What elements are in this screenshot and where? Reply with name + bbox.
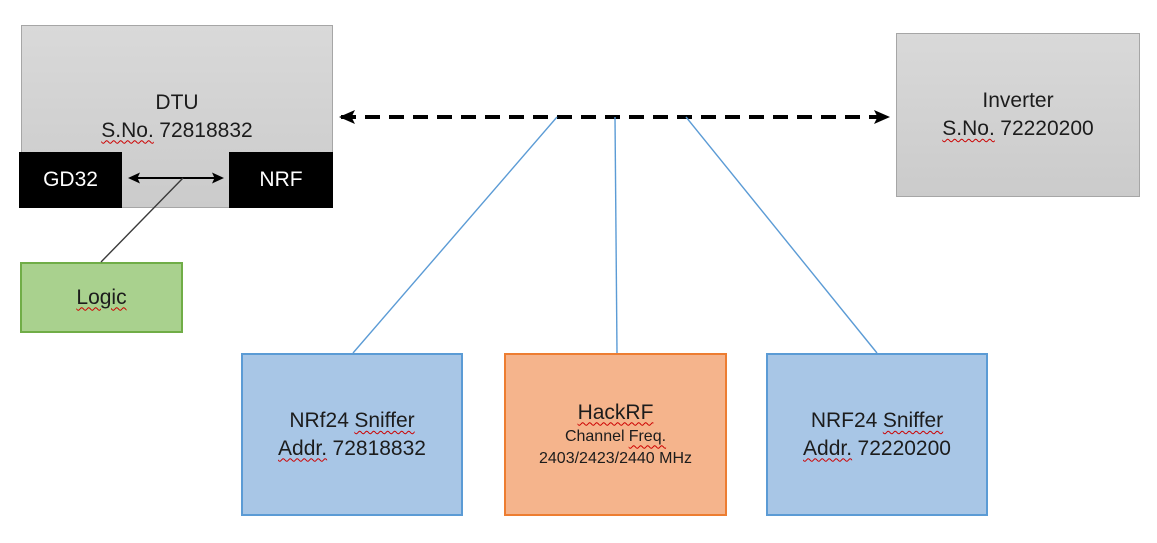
- nrf-label: NRF: [259, 168, 303, 192]
- dtu-serial-label: S.No.: [101, 118, 154, 142]
- sniffer-left-name-word: Sniffer: [354, 408, 415, 432]
- inverter-node: Inverter S.No.72220200: [896, 33, 1140, 197]
- gd32-label: GD32: [43, 168, 98, 192]
- gd32-node: GD32: [19, 152, 122, 208]
- dtu-serial: S.No.72818832: [101, 117, 252, 145]
- sniffer-left-addr: Addr.72818832: [278, 435, 426, 463]
- logic-label: Logic: [76, 285, 127, 309]
- inverter-serial-value: 72220200: [1000, 117, 1094, 140]
- logic-node: Logic: [20, 262, 183, 333]
- sniffer-right-addr-label: Addr.: [803, 436, 853, 460]
- sniffer-left-connector-line: [352, 116, 558, 354]
- sniffer-left-addr-value: 72818832: [332, 436, 426, 460]
- dtu-serial-value: 72818832: [159, 118, 253, 142]
- sniffer-right-addr-value: 72220200: [857, 436, 951, 460]
- sniffer-right-name-main: NRF24: [810, 408, 878, 432]
- hackrf-connector-line: [614, 116, 618, 354]
- sniffer-left-name-main: NRf24: [289, 408, 349, 432]
- hackrf-channel-word: Channel: [564, 428, 625, 446]
- nrf-node: NRF: [229, 152, 333, 208]
- sniffer-right-addr: Addr.72220200: [803, 435, 951, 463]
- dtu-title: DTU: [155, 90, 199, 114]
- sniffer-left-addr-label: Addr.: [278, 436, 328, 460]
- inverter-serial: S.No.72220200: [942, 115, 1093, 143]
- hackrf-freq-word: Freq.: [628, 428, 667, 446]
- inverter-title: Inverter: [982, 89, 1054, 113]
- inverter-serial-label: S.No.: [942, 117, 995, 140]
- hackrf-title: HackRF: [577, 400, 654, 424]
- sniffer-right-name-word: Sniffer: [882, 408, 944, 432]
- sniffer-right-connector-line: [685, 116, 878, 354]
- hackrf-frequencies: 2403/2423/2440 MHz: [539, 450, 692, 468]
